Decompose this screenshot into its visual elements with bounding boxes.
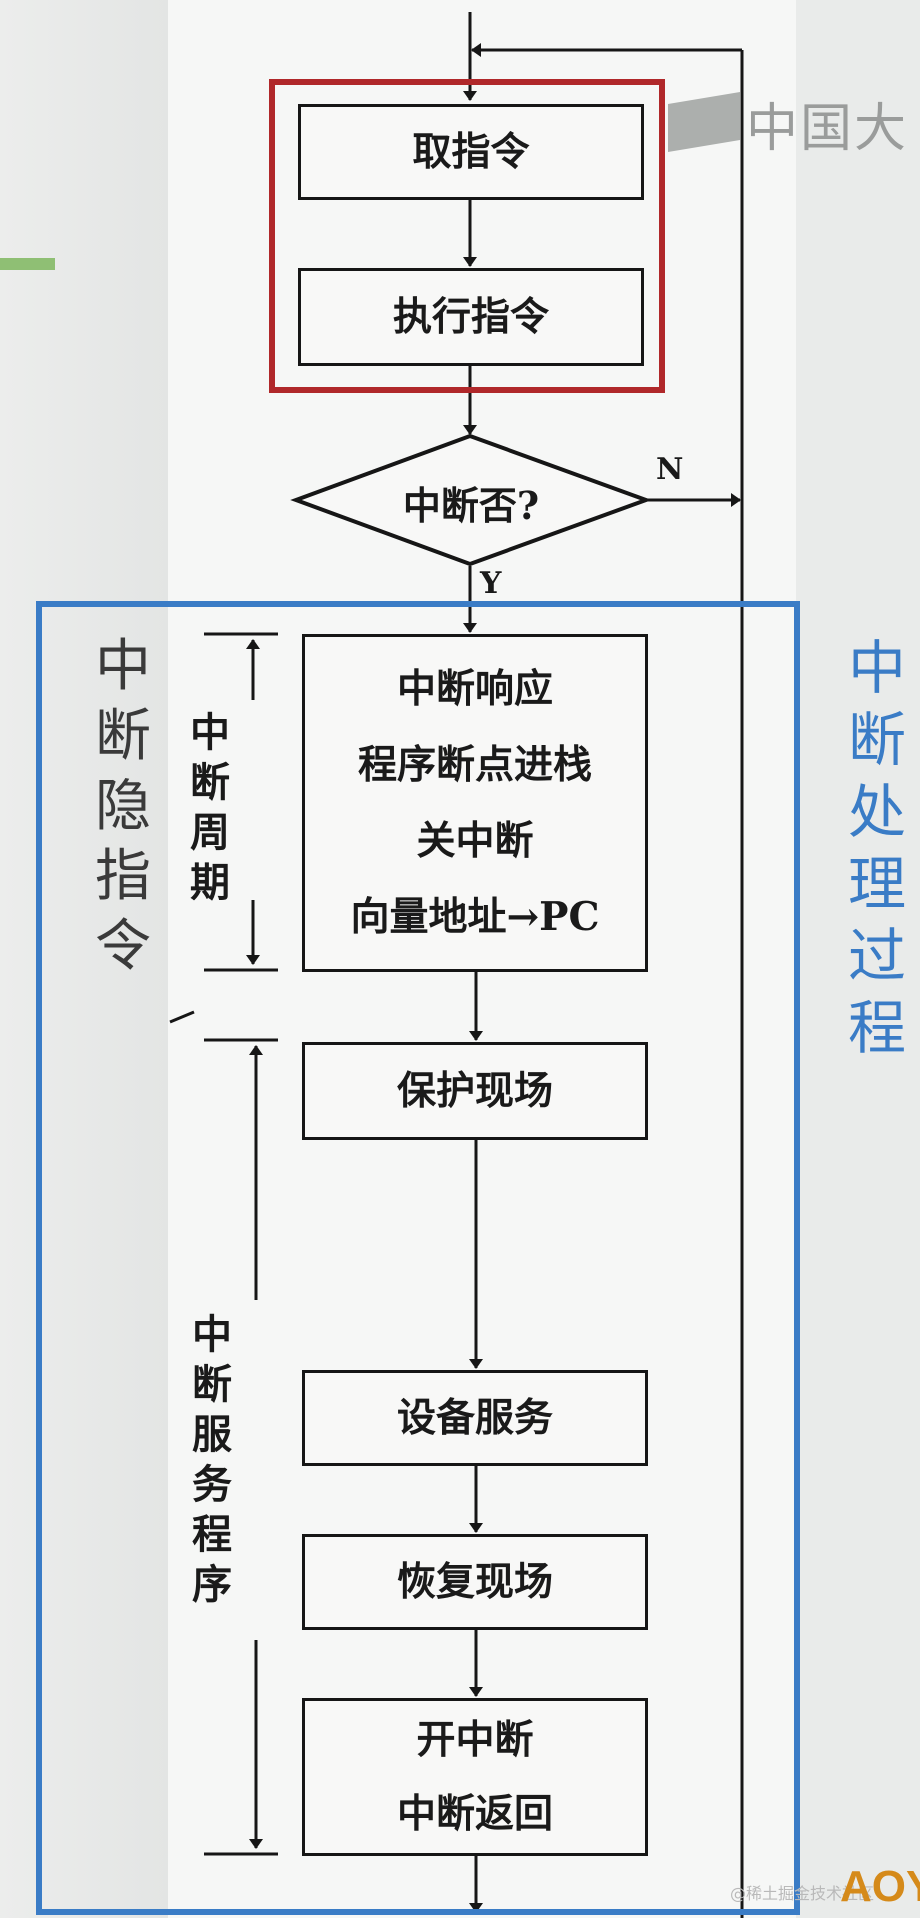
branch-no-label: N — [656, 452, 684, 487]
service-char-6: 序 — [192, 1561, 232, 1608]
decision-diamond — [290, 433, 652, 567]
logo-text: 中国大 — [746, 99, 909, 159]
interrupt-response-line-3: 关中断 — [416, 818, 534, 864]
interrupt-response-line-4: 向量地址→PC — [350, 894, 600, 941]
service-char-1: 中 — [192, 1311, 232, 1358]
cycle-char-4: 期 — [190, 859, 230, 906]
service-char-3: 服 — [192, 1411, 232, 1458]
service-char-2: 断 — [192, 1361, 232, 1408]
cycle-char-2: 断 — [190, 759, 230, 806]
service-char-4: 务 — [192, 1461, 232, 1508]
device-service-label: 设备服务 — [396, 1394, 553, 1441]
process-char-4: 理 — [847, 850, 906, 918]
restore-context-box: 恢复现场 — [302, 1534, 648, 1630]
service-char-5: 程 — [192, 1511, 232, 1558]
enable-interrupt-label: 开中断 — [416, 1716, 534, 1763]
slash-mark — [169, 1010, 195, 1024]
interrupt-response-line-2: 程序断点进栈 — [357, 741, 592, 788]
final-steps-box: 开中断 中断返回 — [302, 1698, 648, 1856]
process-char-3: 处 — [847, 778, 906, 846]
save-context-label: 保护现场 — [396, 1067, 553, 1114]
interrupt-process-label: 中 断 处 理 过 程 — [842, 632, 912, 1064]
process-char-5: 过 — [847, 922, 906, 990]
restore-context-label: 恢复现场 — [396, 1558, 553, 1605]
cycle-char-1: 中 — [190, 709, 230, 756]
process-char-1: 中 — [847, 634, 906, 702]
watermark-text: @稀土掘金技术社区 — [730, 1884, 875, 1903]
execute-instruction-label: 执行指令 — [392, 293, 549, 340]
right-background — [796, 0, 920, 1918]
process-char-6: 程 — [847, 994, 906, 1062]
interrupt-return-label: 中断返回 — [396, 1791, 553, 1837]
interrupt-handling-highlight — [36, 601, 800, 1915]
cycle-char-3: 周 — [190, 809, 230, 856]
fetch-instruction-box: 取指令 — [298, 104, 644, 200]
execute-instruction-box: 执行指令 — [298, 268, 644, 366]
fetch-execute-highlight — [269, 79, 665, 393]
hidden-char-4: 指 — [95, 844, 151, 909]
hidden-char-5: 令 — [95, 914, 151, 979]
device-service-box: 设备服务 — [302, 1370, 648, 1466]
interrupt-response-line-1: 中断响应 — [396, 665, 553, 712]
save-context-box: 保护现场 — [302, 1042, 648, 1140]
branch-yes-label: Y — [480, 566, 502, 601]
hidden-instruction-label: 中 断 隐 指 令 — [88, 632, 158, 982]
process-char-2: 断 — [847, 706, 906, 774]
decision-label: 中断否? — [402, 482, 540, 528]
interrupt-service-label: 中 断 服 务 程 序 — [184, 1310, 240, 1610]
hidden-char-1: 中 — [95, 634, 151, 699]
fetch-instruction-label: 取指令 — [412, 128, 530, 175]
hidden-char-3: 隐 — [95, 774, 151, 839]
watermark-brand: AOY — [840, 1862, 920, 1911]
hidden-char-2: 断 — [95, 704, 151, 769]
interrupt-response-box: 中断响应 程序断点进栈 关中断 向量地址→PC — [302, 634, 648, 972]
left-background — [0, 0, 168, 1918]
green-accent-bar — [0, 258, 55, 270]
logo-mark — [668, 92, 740, 152]
interrupt-cycle-label: 中 断 周 期 — [182, 708, 238, 908]
